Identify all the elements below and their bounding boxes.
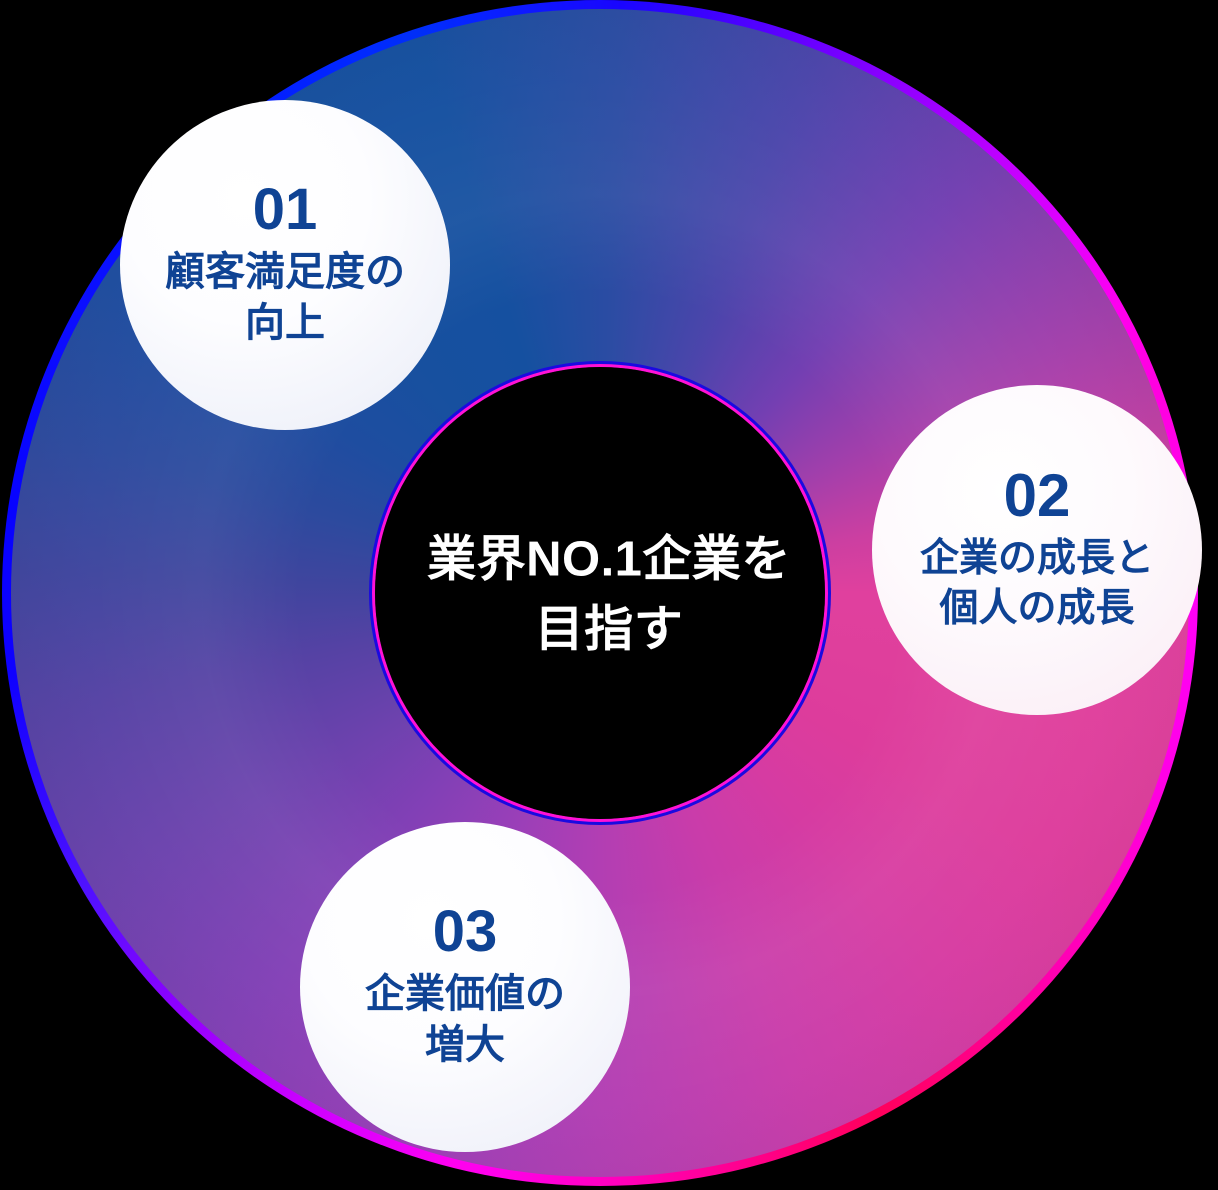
node-label-02: 企業の成長と 個人の成長 — [920, 534, 1154, 634]
node-label-02-line-2: 個人の成長 — [939, 587, 1135, 630]
node-circle-03[interactable]: 03 企業価値の 増大 — [300, 822, 630, 1152]
node-label-01-line-2: 向上 — [245, 301, 325, 345]
node-circle-02[interactable]: 02 企業の成長と 個人の成長 — [872, 385, 1202, 715]
node-label-03: 企業価値の 増大 — [365, 969, 565, 1071]
node-label-03-line-1: 企業価値の — [365, 971, 565, 1016]
node-label-01: 顧客満足度の 向上 — [165, 247, 405, 349]
node-label-02-line-1: 企業の成長と — [919, 537, 1154, 581]
donut-inner-hole — [375, 367, 825, 819]
node-label-03-line-2: 増大 — [425, 1023, 505, 1067]
node-number-03: 03 — [432, 898, 498, 964]
node-circle-01[interactable]: 01 顧客満足度の 向上 — [120, 100, 450, 430]
center-statement-line-1: 業界NO.1企業を — [427, 532, 791, 587]
node-number-01: 01 — [252, 176, 318, 242]
node-number-02: 02 — [1003, 462, 1071, 530]
center-statement: 業界NO.1企業を 目指す — [349, 525, 869, 664]
node-label-01-line-1: 顧客満足度の — [165, 249, 405, 294]
center-statement-line-2: 目指す — [534, 602, 684, 656]
